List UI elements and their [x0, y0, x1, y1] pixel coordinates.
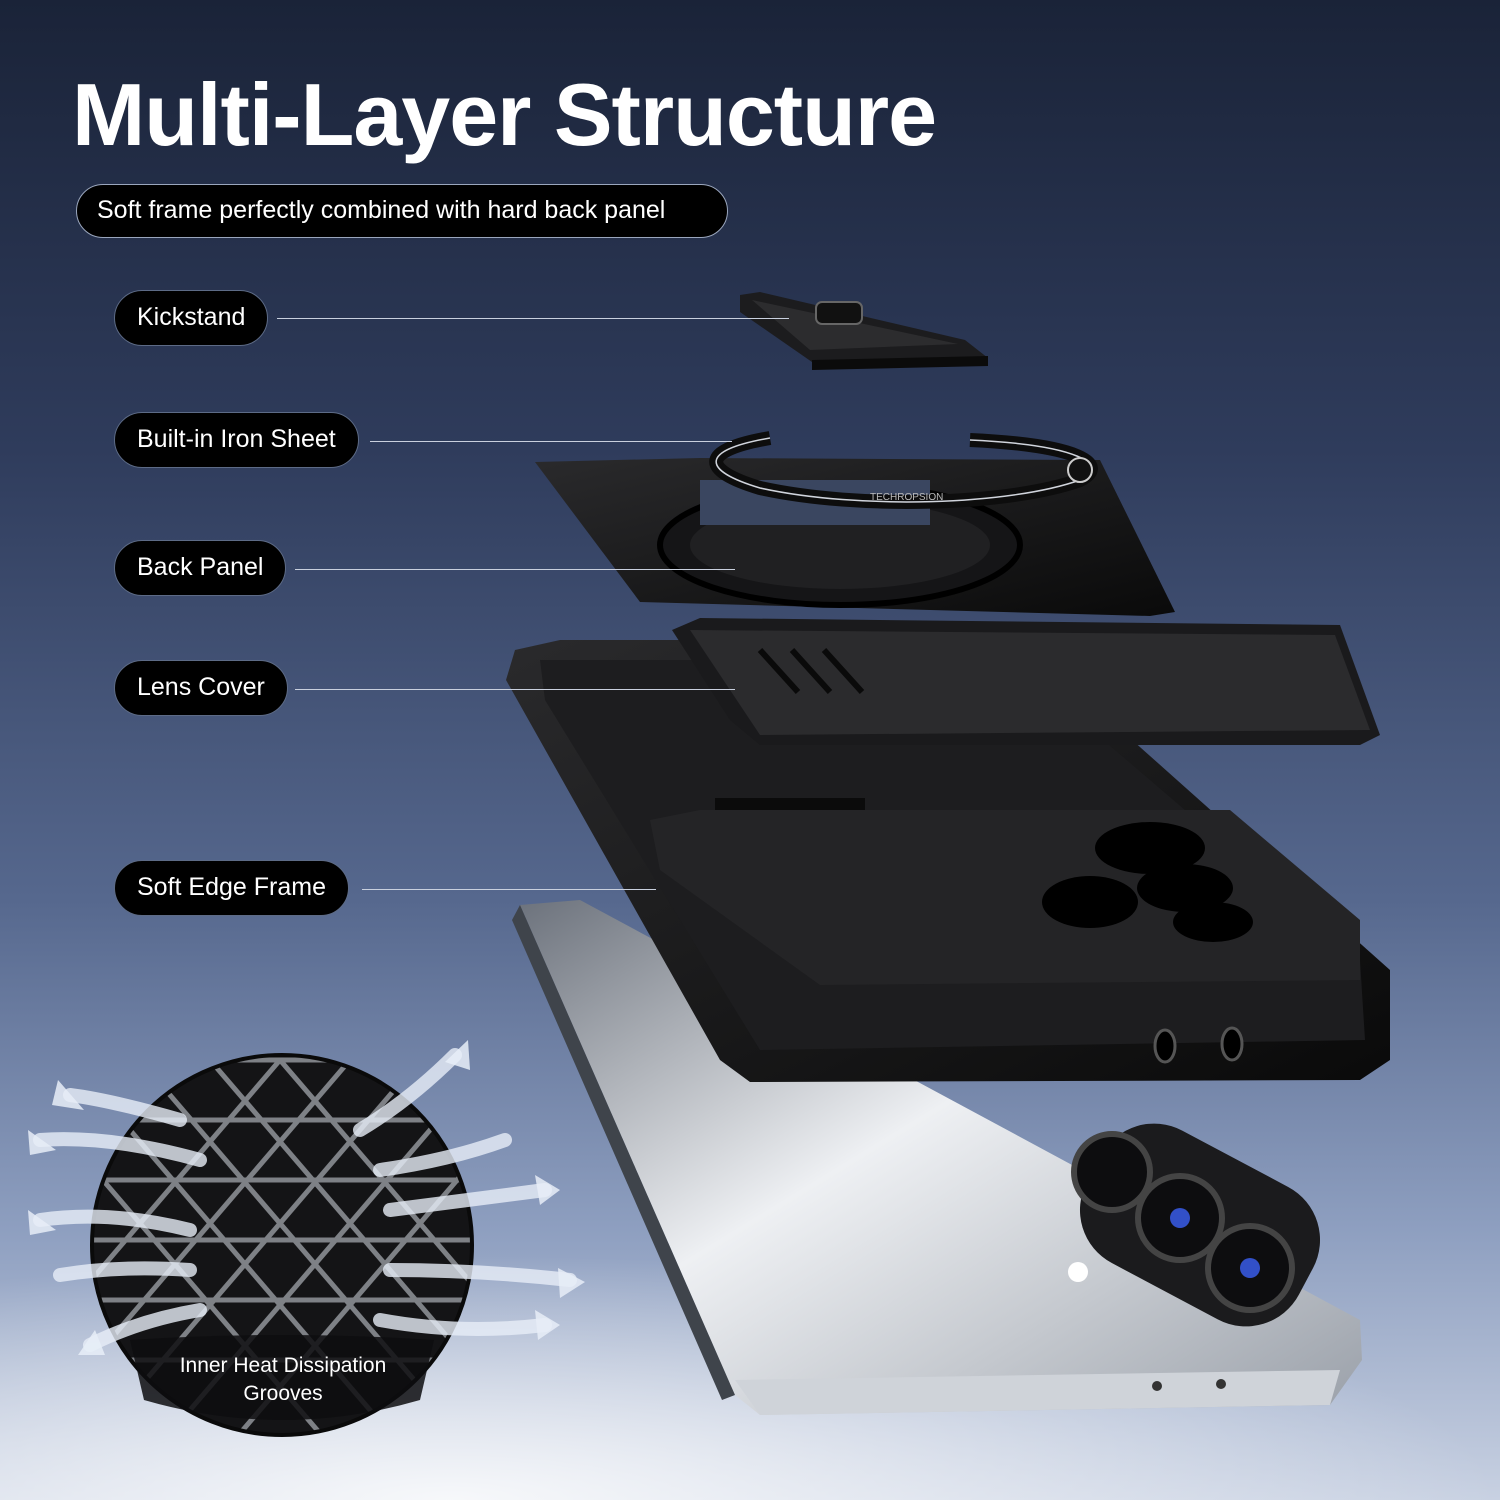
leader-soft-edge-frame — [362, 889, 656, 890]
leader-back-panel — [295, 569, 735, 570]
iron-sheet-print: TECHROPSION — [870, 492, 943, 503]
lens-cover-art — [672, 618, 1380, 745]
leader-kickstand — [277, 318, 789, 319]
soft-edge-frame-art — [506, 640, 1390, 1082]
heat-grooves-caption: Inner Heat Dissipation Grooves — [179, 1354, 387, 1405]
label-kickstand: Kickstand — [114, 290, 269, 346]
subtitle-badge: Soft frame perfectly combined with hard … — [76, 184, 728, 238]
label-lens-cover: Lens Cover — [114, 660, 288, 716]
page-title: Multi-Layer Structure — [72, 65, 937, 164]
label-back-panel: Back Panel — [114, 540, 287, 596]
label-soft-edge-frame: Soft Edge Frame — [114, 860, 349, 916]
kickstand-art — [740, 292, 988, 370]
iron-sheet-art: TECHROPSION — [709, 431, 1098, 509]
heat-dissipation-zoom — [28, 1040, 585, 1437]
label-iron-sheet: Built-in Iron Sheet — [114, 412, 359, 468]
leader-lens-cover — [295, 689, 735, 690]
leader-iron-sheet — [370, 441, 732, 442]
